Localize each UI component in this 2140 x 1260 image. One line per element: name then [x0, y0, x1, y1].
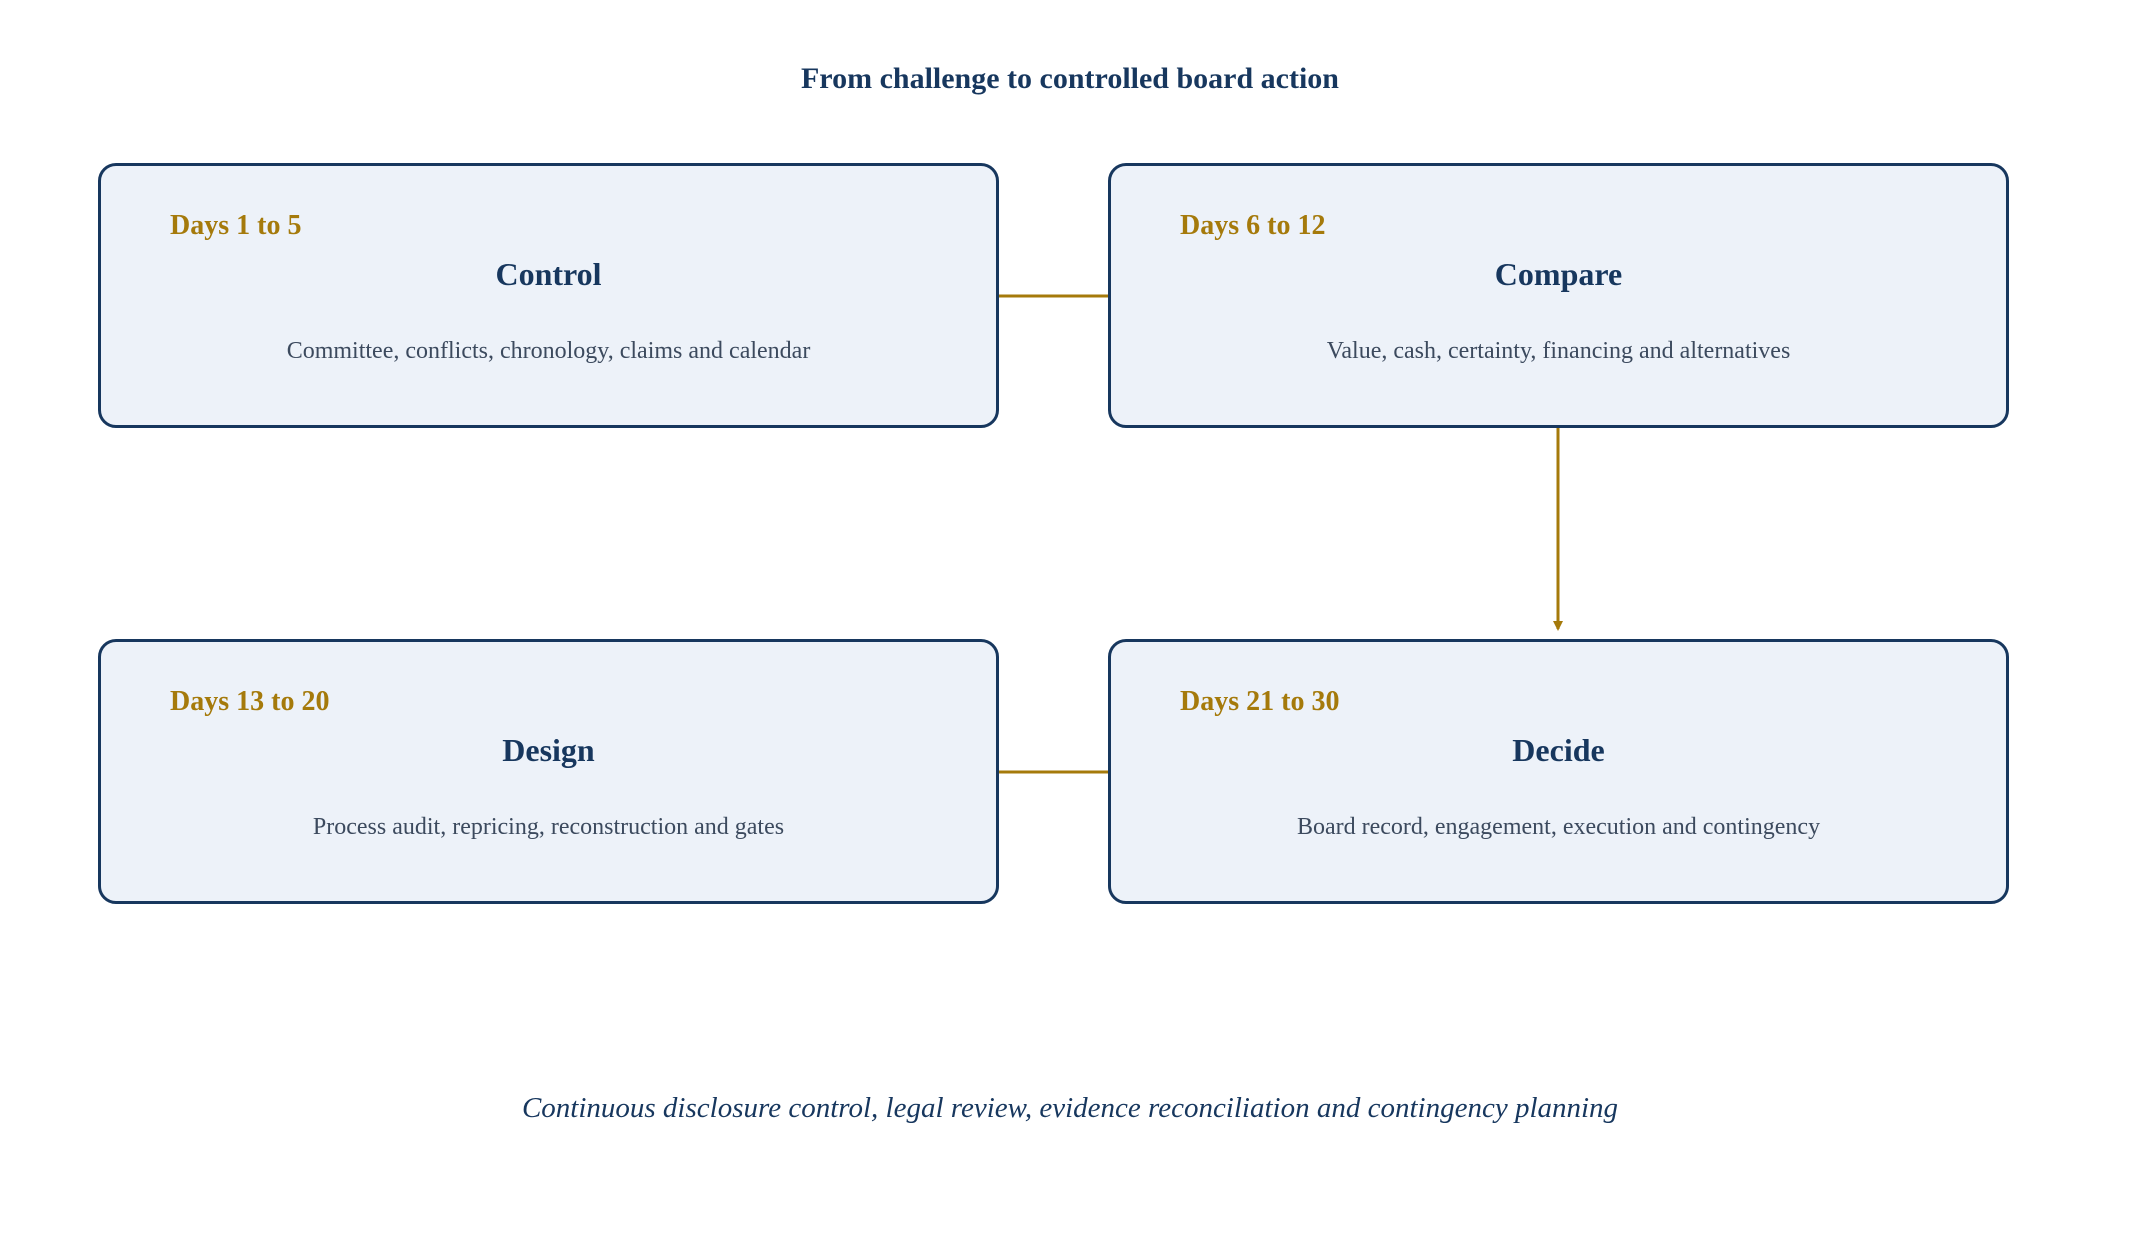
diagram-footnote: Continuous disclosure control, legal rev… [521, 1092, 1619, 1124]
stage-heading: Decide [1512, 732, 1605, 768]
stage-description: Value, cash, certainty, financing and al… [1326, 338, 1791, 364]
stage-days-label: Days 6 to 12 [1180, 210, 1326, 241]
stage-days-label: Days 21 to 30 [1180, 686, 1340, 717]
stage-description: Process audit, repricing, reconstruction… [312, 814, 785, 840]
stage-box-decide: Days 21 to 30 Decide Board record, engag… [1108, 639, 2009, 904]
diagram-title: From challenge to controlled board actio… [800, 62, 1339, 95]
stage-days-label: Days 13 to 20 [170, 686, 330, 717]
stage-heading: Control [495, 256, 602, 292]
stage-box-design: Days 13 to 20 Design Process audit, repr… [98, 639, 999, 904]
stage-box-compare: Days 6 to 12 Compare Value, cash, certai… [1108, 163, 2009, 428]
stage-description: Board record, engagement, execution and … [1296, 814, 1821, 840]
stage-heading: Compare [1494, 256, 1623, 292]
stage-days-label: Days 1 to 5 [170, 210, 302, 241]
stage-heading: Design [502, 732, 595, 768]
stage-box-control: Days 1 to 5 Control Committee, conflicts… [98, 163, 999, 428]
stage-description: Committee, conflicts, chronology, claims… [286, 338, 811, 364]
